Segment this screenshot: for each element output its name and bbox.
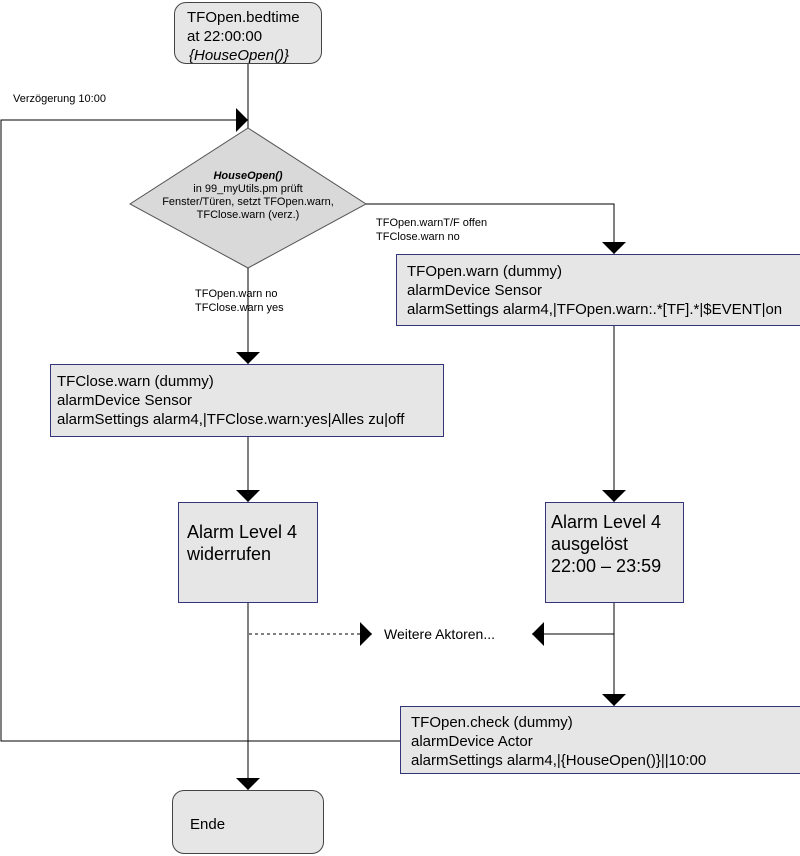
alarm-revoked-line-2: widerrufen	[187, 544, 272, 564]
branch-down-label: TFOpen.warn no TFClose.warn yes	[195, 287, 284, 315]
tfopen-check-node: TFOpen.check (dummy) alarmDevice Actor a…	[400, 706, 800, 774]
end-label: Ende	[190, 816, 226, 833]
tfclose-warn-line-1: TFClose.warn (dummy)	[57, 373, 214, 390]
start-node: TFOpen.bedtime at 22:00:00 {HouseOpen()}	[174, 2, 322, 64]
tfclose-warn-line-3: alarmSettings alarm4,|TFClose.warn:yes|A…	[57, 411, 405, 428]
branch-down-line-2: TFClose.warn yes	[195, 302, 284, 314]
tfopen-warn-line-1: TFOpen.warn (dummy)	[407, 263, 563, 280]
decision-line-2: in 99_myUtils.pm prüft	[193, 183, 303, 195]
tfopen-warn-line-3: alarmSettings alarm4,|TFOpen.warn:.*[TF]…	[407, 301, 783, 318]
more-actors-label: Weitere Aktoren...	[384, 626, 496, 642]
branch-down-line-1: TFOpen.warn no	[195, 288, 278, 300]
tfopen-check-line-2: alarmDevice Actor	[411, 733, 533, 750]
alarm-triggered-node: Alarm Level 4 ausgelöst 22:00 – 23:59	[545, 502, 684, 603]
branch-right-line-2: TFClose.warn no	[376, 231, 460, 243]
start-line-1: TFOpen.bedtime	[187, 9, 300, 26]
tfopen-check-line-3: alarmSettings alarm4,|{HouseOpen()}||10:…	[411, 752, 707, 769]
end-node: Ende	[172, 790, 324, 854]
tfopen-warn-line-2: alarmDevice Sensor	[407, 282, 543, 299]
decision-text: HouseOpen() in 99_myUtils.pm prüft Fenst…	[130, 170, 366, 222]
alarm-triggered-line-2: ausgelöst	[551, 534, 629, 554]
tfclose-warn-node: TFClose.warn (dummy) alarmDevice Sensor …	[50, 364, 444, 437]
connector-decision-right	[366, 203, 626, 254]
decision-line-4: TFClose.warn (verz.)	[196, 209, 300, 221]
alarm-revoked-line-1: Alarm Level 4	[187, 522, 298, 542]
connector-loop-back	[0, 108, 400, 742]
alarm-triggered-line-1: Alarm Level 4	[551, 512, 662, 532]
tfopen-check-line-1: TFOpen.check (dummy)	[411, 714, 573, 731]
decision-line-3: Fenster/Türen, setzt TFOpen.warn,	[162, 196, 334, 208]
start-line-2: at 22:00:00	[187, 28, 263, 45]
decision-line-1: HouseOpen()	[213, 170, 283, 182]
branch-right-label: TFOpen.warnT/F offen TFClose.warn no	[376, 216, 487, 244]
alarm-revoked-node: Alarm Level 4 widerrufen	[178, 502, 318, 603]
branch-right-line-1: TFOpen.warnT/F offen	[376, 217, 488, 229]
delay-label: Verzögerung 10:00	[13, 93, 106, 105]
start-line-3: {HouseOpen()}	[189, 47, 290, 64]
tfclose-warn-line-2: alarmDevice Sensor	[57, 392, 193, 409]
alarm-triggered-line-3: 22:00 – 23:59	[551, 556, 662, 576]
tfopen-warn-node: TFOpen.warn (dummy) alarmDevice Sensor a…	[396, 254, 800, 326]
